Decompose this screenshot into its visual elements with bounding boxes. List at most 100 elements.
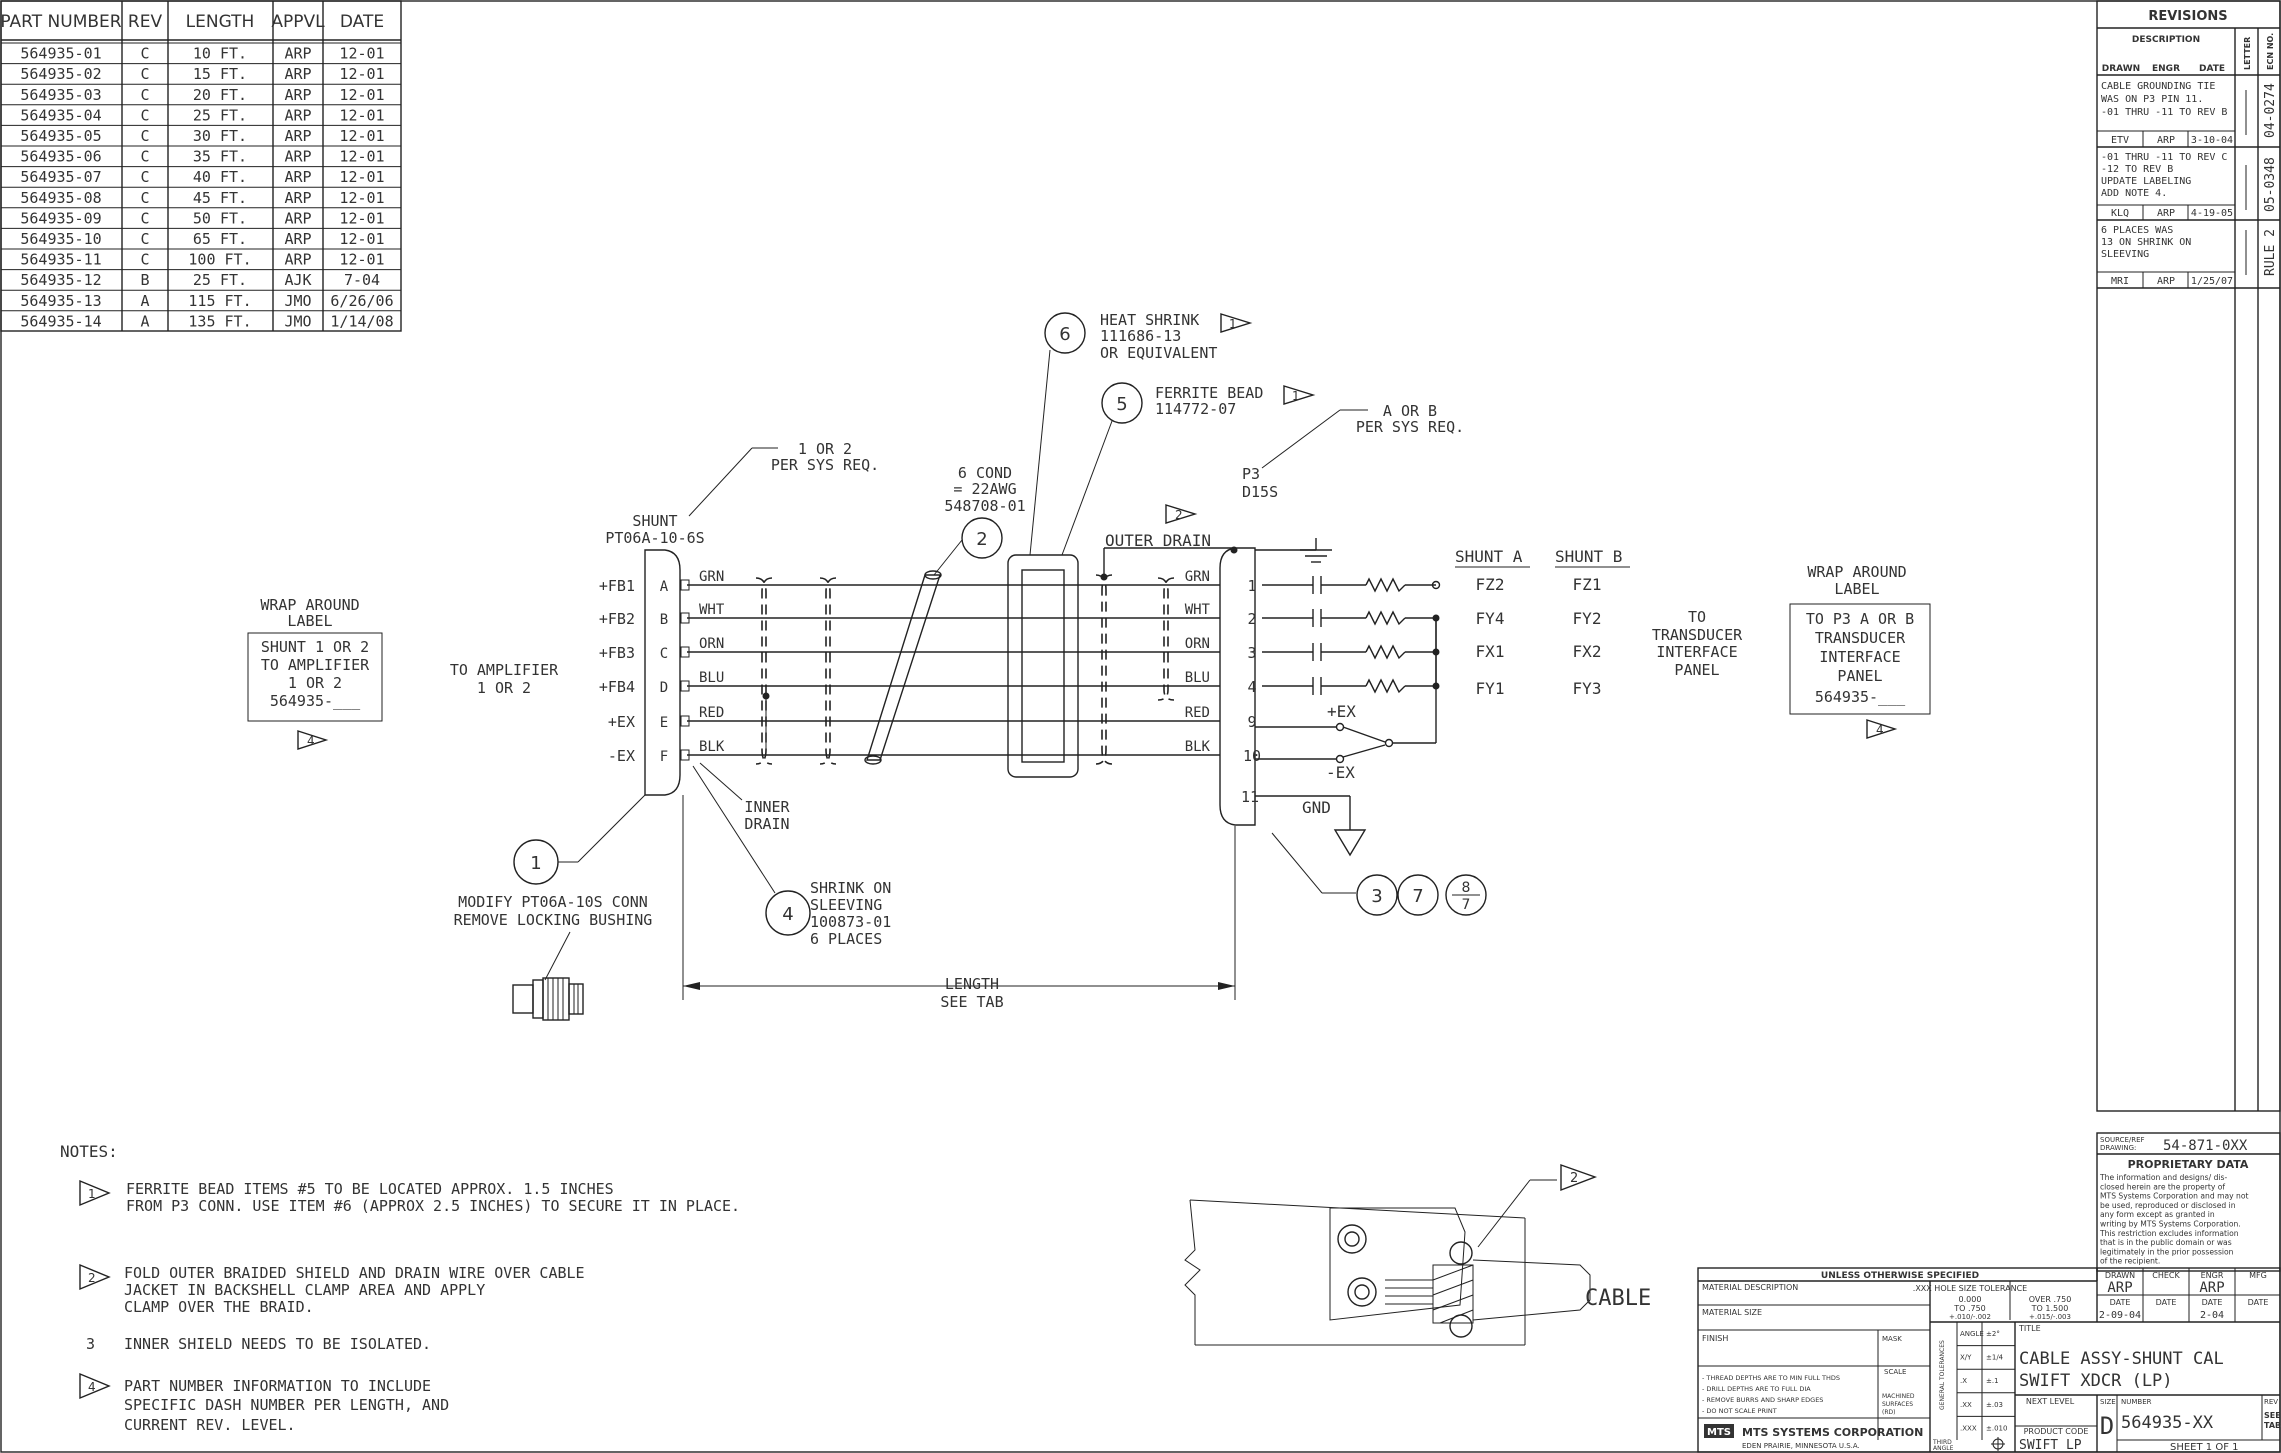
to-transducer-label: TO	[1688, 608, 1706, 626]
number-label: NUMBER	[2121, 1398, 2152, 1406]
table-cell: 564935-06	[20, 148, 101, 166]
pin-number: 11	[1241, 788, 1259, 806]
third-angle-label: THIRD	[1932, 1439, 1952, 1446]
ferrite-label: FERRITE BEAD	[1155, 384, 1263, 402]
table-cell: 564935-14	[20, 312, 101, 330]
rev-value: SEE	[2264, 1411, 2281, 1420]
table-cell: 1/14/08	[330, 312, 393, 330]
table-cell: 12-01	[339, 189, 384, 207]
rev-desc: WAS ON P3 PIN 11.	[2101, 94, 2203, 105]
wire-color: WHT	[1185, 602, 1211, 618]
to-amplifier-label: TO AMPLIFIER	[450, 661, 559, 679]
shunt-a-value: FX1	[1476, 642, 1505, 661]
rev-ecn: RULE 2	[2263, 229, 2278, 276]
balloon-number: 7	[1412, 886, 1423, 907]
date-label: DATE	[2156, 1298, 2177, 1307]
rev-drawn: KLQ	[2111, 208, 2129, 219]
rev-desc: UPDATE LABELING	[2101, 176, 2191, 187]
shunt-connector	[644, 549, 681, 796]
table-cell: 20 FT.	[193, 86, 247, 104]
flag-number: 1	[1292, 389, 1300, 403]
rev-sub-header: DATE	[2199, 64, 2225, 74]
rev-value: TAB	[2264, 1421, 2281, 1430]
balloon-number: 7	[1462, 897, 1471, 913]
note-flag-icon	[79, 1372, 111, 1400]
table-cell: 12-01	[339, 86, 384, 104]
ferrite-label: 114772-07	[1155, 400, 1236, 418]
drawn-date: 2-09-04	[2099, 1310, 2141, 1321]
scale-label: SCALE	[1884, 1368, 1906, 1376]
table-cell: 50 FT.	[193, 209, 247, 227]
wire-color: GRN	[699, 569, 724, 585]
pin-letter: B	[660, 612, 668, 628]
table-cell: JMO	[284, 292, 311, 310]
note-flag-icon	[1866, 719, 1898, 739]
table-cell: C	[140, 209, 149, 227]
revisions-title: REVISIONS	[2148, 9, 2227, 24]
note-text: PART NUMBER INFORMATION TO INCLUDE	[124, 1377, 431, 1395]
wrap-label-text: 1 OR 2	[288, 674, 342, 692]
col-header: REV	[128, 12, 163, 32]
wire-color: BLK	[699, 739, 725, 755]
tol-value: ±2°	[1986, 1330, 2000, 1338]
modify-label: REMOVE LOCKING BUSHING	[454, 911, 653, 929]
table-cell: 30 FT.	[193, 127, 247, 145]
revisions-block: REVISIONS DESCRIPTION DRAWN ENGR DATE LE…	[2096, 0, 2281, 1112]
table-cell: 12-01	[339, 45, 384, 63]
rev-desc: -12 TO REV B	[2101, 164, 2173, 175]
table-cell: C	[140, 251, 149, 269]
wrap-label-text: 564935-___	[1815, 688, 1906, 706]
table-cell: 10 FT.	[193, 45, 247, 63]
wire-color: BLU	[1185, 670, 1210, 686]
rev-date: 3-10-04	[2191, 135, 2233, 146]
flag-number: 2	[1175, 508, 1183, 522]
length-label: LENGTH	[945, 975, 999, 993]
balloon-3	[1356, 874, 1398, 916]
note-flag-icon	[1560, 1164, 1598, 1192]
note-flag-icon	[79, 1263, 111, 1291]
proprietary-line: of the recipient.	[2100, 1257, 2160, 1266]
note-text: CURRENT REV. LEVEL.	[124, 1416, 296, 1434]
size-value: D	[2100, 1412, 2114, 1440]
note-text: FROM P3 CONN. USE ITEM #6 (APPROX 2.5 IN…	[126, 1197, 740, 1215]
proprietary-line: legitimately in the prior possession	[2100, 1247, 2234, 1256]
logo-text: MTS	[1707, 1427, 1731, 1438]
table-cell: 12-01	[339, 65, 384, 83]
hole-tol-b: TO 1.500	[2031, 1304, 2069, 1313]
table-cell: C	[140, 127, 149, 145]
signal-label: -EX	[608, 747, 635, 765]
pin-letter: E	[660, 715, 668, 731]
gnd-label: GND	[1302, 798, 1331, 817]
minus-ex-label: -EX	[1326, 763, 1355, 782]
drawing-title: CABLE ASSY-SHUNT CAL	[2019, 1349, 2224, 1369]
rev-label: REV	[2264, 1398, 2278, 1406]
notes: NOTES: 1 FERRITE BEAD ITEMS #5 TO BE LOC…	[60, 1142, 740, 1434]
table-cell: 25 FT.	[193, 106, 247, 124]
signal-label: +FB3	[599, 644, 635, 662]
table-cell: ARP	[284, 86, 311, 104]
table-cell: 12-01	[339, 251, 384, 269]
balloon-number: 5	[1116, 394, 1127, 415]
table-cell: ARP	[284, 148, 311, 166]
flag-number: 1	[1229, 317, 1237, 331]
resistor-icon	[1365, 644, 1406, 660]
proprietary-line: that is in the public domain or was	[2100, 1238, 2232, 1247]
to-transducer-label: PANEL	[1674, 661, 1719, 679]
cable-spec-label: 6 COND	[958, 464, 1012, 482]
pin-contact	[680, 715, 690, 727]
source-drawing: 54-871-0XX	[2163, 1138, 2248, 1154]
wrap-label-title: LABEL	[287, 612, 332, 630]
rev-sub-header: DRAWN	[2102, 64, 2140, 74]
wrap-label-text: SHUNT 1 OR 2	[261, 638, 369, 656]
letter-header: LETTER	[2243, 37, 2252, 70]
col-header: APPVL	[271, 12, 325, 32]
signal-label: +FB2	[599, 610, 635, 628]
to-amplifier-label: 1 OR 2	[477, 679, 531, 697]
one-or-two-label: PER SYS REQ.	[771, 456, 879, 474]
note-text: INNER SHIELD NEEDS TO BE ISOLATED.	[124, 1335, 431, 1353]
resistor-icon	[1365, 678, 1406, 694]
shrink-on-label: 6 PLACES	[810, 930, 882, 948]
check-label: CHECK	[2152, 1271, 2180, 1280]
shunt-b-value: FY2	[1573, 609, 1602, 628]
table-cell: 15 FT.	[193, 65, 247, 83]
